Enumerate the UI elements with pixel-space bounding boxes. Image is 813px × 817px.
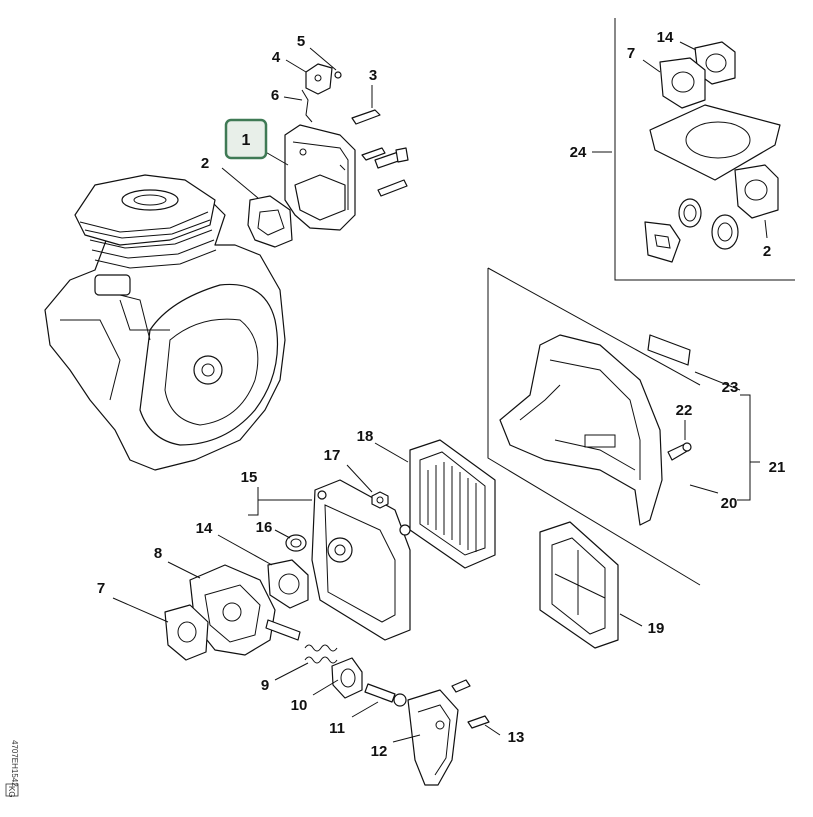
- callout-19: 19: [648, 620, 665, 637]
- callout-3: 3: [369, 67, 377, 84]
- spring-part-9: [304, 644, 338, 664]
- drawing-code-box: KG: [7, 786, 16, 798]
- callout-20: 20: [721, 495, 738, 512]
- callout-14: 14: [196, 520, 213, 537]
- sleeve-part-16: [285, 534, 307, 552]
- clip-parts-4-5-6: [301, 63, 342, 123]
- kit-callout-24: 24: [570, 144, 587, 161]
- rod-part-11: [364, 683, 407, 707]
- kit-callout-7: 7: [627, 45, 635, 62]
- gasket-part-14: [267, 559, 309, 609]
- kit-callout-2: 2: [763, 243, 771, 260]
- nut-part-17: [371, 491, 389, 509]
- gasket-part-7: [164, 604, 209, 661]
- callout-4: 4: [272, 49, 281, 66]
- callout-5: 5: [297, 33, 305, 50]
- screws-part-13: [451, 679, 490, 729]
- engine-crankcase: [44, 174, 286, 471]
- callout-7: 7: [97, 580, 105, 597]
- callout-18: 18: [357, 428, 374, 445]
- drawing-code-text: 4707EH1542: [10, 740, 19, 787]
- screws-part-3: [351, 109, 409, 197]
- callout-6: 6: [271, 87, 279, 104]
- intake-holder-part: [284, 124, 356, 231]
- leader-lines: [112, 41, 768, 743]
- callout-16: 16: [256, 519, 273, 536]
- drawing-code: 4707EH1542 KG: [5, 740, 19, 798]
- callout-21: 21: [769, 459, 786, 476]
- filter-frame-part-19: [539, 521, 619, 649]
- ring-part-10: [331, 657, 363, 699]
- callout-13: 13: [508, 729, 525, 746]
- air-filter-panel: [487, 267, 701, 586]
- gasket-part-2: [247, 195, 293, 248]
- callout-15: 15: [241, 469, 258, 486]
- callout-12: 12: [371, 743, 388, 760]
- callout-9: 9: [261, 677, 269, 694]
- callout-2: 2: [201, 155, 209, 172]
- highlighted-callout-1[interactable]: 1: [242, 132, 251, 149]
- gasket-kit-panel: [614, 18, 795, 281]
- callout-10: 10: [291, 697, 308, 714]
- carburetor-plate-part-15: [311, 479, 411, 641]
- callout-8: 8: [154, 545, 162, 562]
- carburetor-part-8: [189, 564, 301, 656]
- cover-part-12: [407, 689, 459, 786]
- callout-17: 17: [324, 447, 341, 464]
- kit-callout-14: 14: [657, 29, 674, 46]
- callout-labels: 1 2 3 4 5 6 14 7 24 2 23 22 21 20 19 18 …: [97, 29, 786, 760]
- callout-22: 22: [676, 402, 693, 419]
- air-filter-part-18: [409, 439, 496, 569]
- highlighted-callout-box[interactable]: [224, 118, 268, 160]
- callout-11: 11: [329, 720, 345, 737]
- callout-23: 23: [722, 379, 739, 396]
